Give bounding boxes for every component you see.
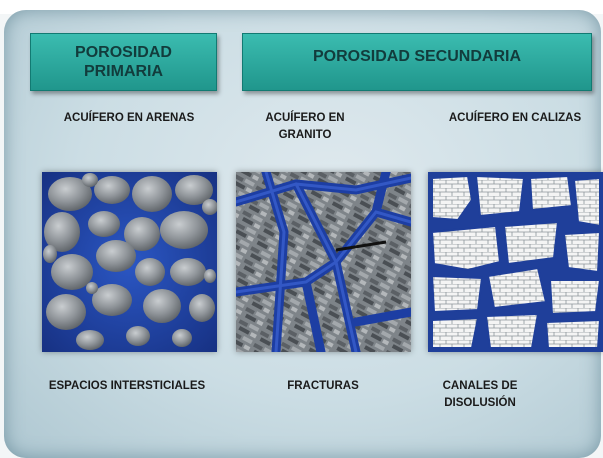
sand-aquifer-illustration [42, 172, 217, 352]
header-porosidad-secundaria: POROSIDAD SECUNDARIA [242, 33, 592, 91]
header-porosidad-primaria: POROSIDAD PRIMARIA [30, 33, 217, 91]
header-secondary-label: POROSIDAD SECUNDARIA [312, 48, 521, 65]
aquifer-label-intersticiales: ESPACIOS INTERSTICIALES [48, 380, 206, 392]
aquifer-title-granito: ACUÍFERO EN GRANITO [265, 112, 345, 141]
aquifer-label-fracturas: FRACTURAS [287, 380, 359, 392]
aquifer-label-disolucion: CANALES DE DISOLUSIÓN [442, 380, 518, 409]
aquifer-title-calizas: ACUÍFERO EN CALIZAS [448, 112, 582, 124]
header-primary-label: POROSIDAD PRIMARIA [75, 44, 172, 80]
limestone-aquifer-illustration [428, 172, 603, 352]
aquifer-title-arenas: ACUÍFERO EN ARENAS [63, 112, 195, 124]
granite-aquifer-illustration [236, 172, 411, 352]
